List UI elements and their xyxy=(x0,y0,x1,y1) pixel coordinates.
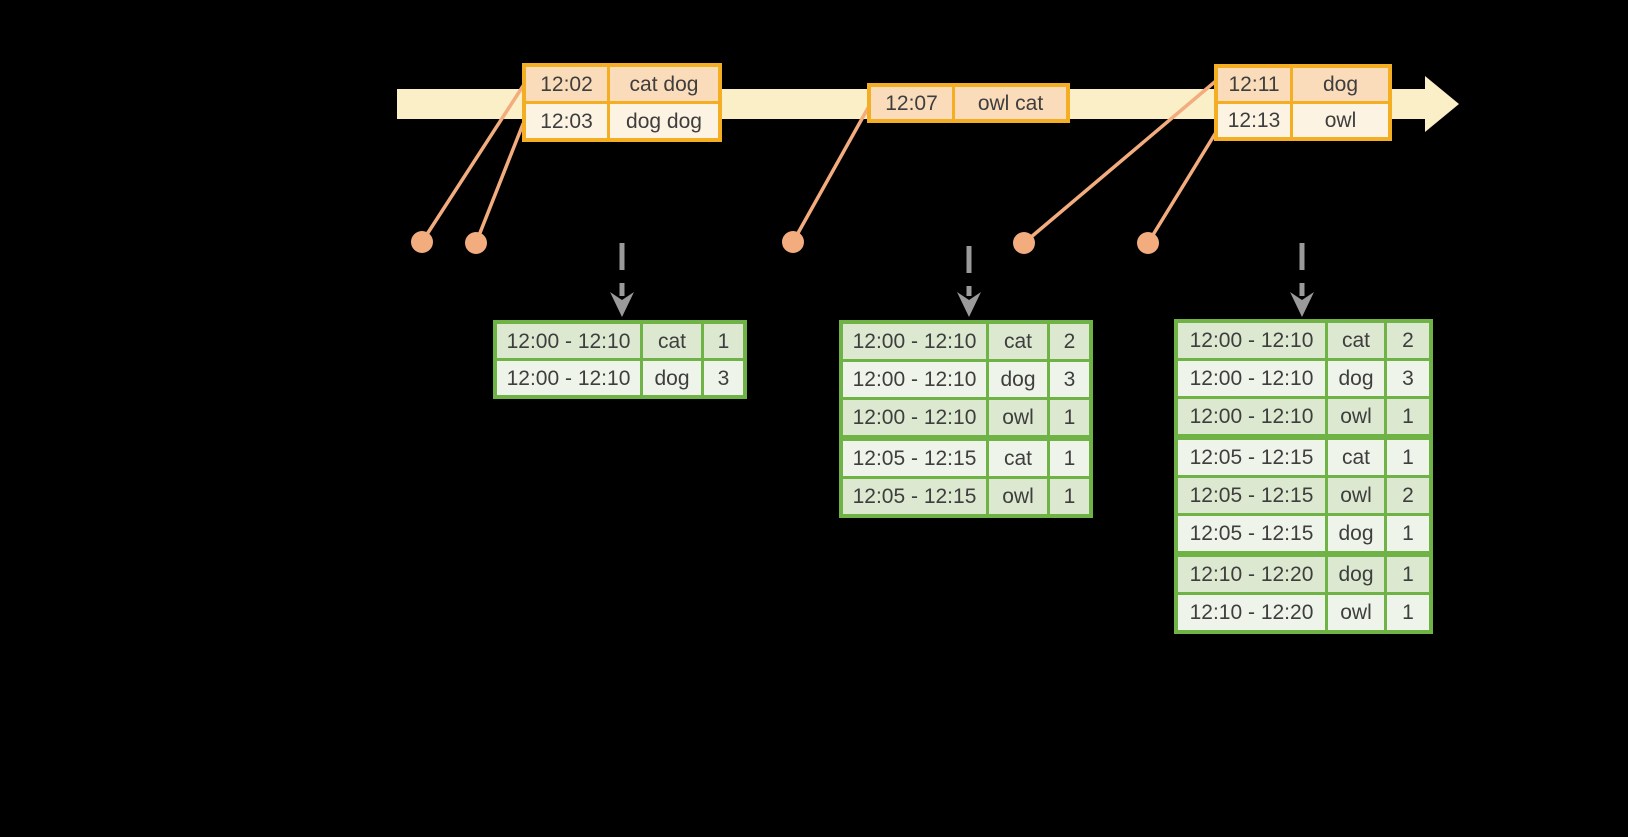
event-row: 12:07 owl cat xyxy=(871,87,1066,119)
event-dot xyxy=(465,232,487,254)
event-row: 12:13 owl xyxy=(1218,101,1388,137)
word-cell: dog xyxy=(986,362,1047,397)
word-cell: owl xyxy=(986,479,1047,514)
window-cell: 12:05 - 12:15 xyxy=(1189,484,1314,507)
event-dot xyxy=(782,231,804,253)
window-cell: 12:00 - 12:10 xyxy=(852,368,977,391)
event-dot xyxy=(1137,232,1159,254)
count-cell: 2 xyxy=(1047,324,1089,359)
count-cell: 3 xyxy=(1047,362,1089,397)
word-cell: owl xyxy=(1325,399,1384,434)
event-words-cell: owl xyxy=(1290,104,1388,137)
connector-line xyxy=(474,122,525,245)
trigger-down-arrow-head xyxy=(1290,292,1314,317)
window-cell: 12:05 - 12:15 xyxy=(1189,446,1314,469)
window-cell: 12:00 - 12:10 xyxy=(1189,367,1314,390)
word-cell: cat xyxy=(1325,323,1384,358)
window-cell: 12:00 - 12:10 xyxy=(852,406,977,429)
event-time-cell: 12:03 xyxy=(540,109,593,133)
event-table: 12:07 owl cat xyxy=(867,83,1070,123)
window-cell: 12:00 - 12:10 xyxy=(852,330,977,353)
count-cell: 1 xyxy=(1384,516,1429,551)
event-words-cell: cat dog xyxy=(607,67,718,101)
event-time-cell: 12:11 xyxy=(1228,73,1280,96)
word-cell: owl xyxy=(1325,478,1384,513)
event-dot xyxy=(1013,232,1035,254)
window-cell: 12:00 - 12:10 xyxy=(506,329,631,353)
window-cell: 12:00 - 12:10 xyxy=(1189,405,1314,428)
event-words-cell: owl cat xyxy=(952,87,1066,119)
count-cell: 3 xyxy=(701,361,743,395)
window-cell: 12:00 - 12:10 xyxy=(1189,329,1314,352)
event-words-cell: dog xyxy=(1290,68,1388,101)
word-cell: owl xyxy=(1325,595,1384,630)
window-cell: 12:05 - 12:15 xyxy=(852,485,977,508)
word-cell: cat xyxy=(986,324,1047,359)
event-row: 12:02 cat dog xyxy=(526,67,718,101)
window-cell: 12:00 - 12:10 xyxy=(506,366,631,390)
window-cell: 12:05 - 12:15 xyxy=(852,447,977,470)
word-cell: dog xyxy=(1325,557,1384,592)
count-cell: 1 xyxy=(1384,440,1429,475)
event-time-cell: 12:07 xyxy=(885,91,938,115)
connector-line xyxy=(1022,78,1219,245)
window-cell: 12:10 - 12:20 xyxy=(1189,563,1314,586)
word-cell: cat xyxy=(640,324,701,358)
word-cell: cat xyxy=(1325,440,1384,475)
count-cell: 1 xyxy=(1384,399,1429,434)
window-cell: 12:05 - 12:15 xyxy=(1189,522,1314,545)
count-cell: 1 xyxy=(1384,557,1429,592)
event-row: 12:11 dog xyxy=(1218,68,1388,101)
event-time-cell: 12:13 xyxy=(1227,109,1281,132)
count-cell: 2 xyxy=(1384,323,1429,358)
word-cell: dog xyxy=(640,361,701,395)
word-cell: dog xyxy=(1325,361,1384,396)
event-table: 12:02 cat dog 12:03 dog dog xyxy=(522,63,722,142)
event-dot xyxy=(411,231,433,253)
connector-line xyxy=(1146,127,1220,245)
word-cell: cat xyxy=(986,441,1047,476)
count-cell: 3 xyxy=(1384,361,1429,396)
window-cell: 12:10 - 12:20 xyxy=(1189,601,1314,624)
count-cell: 1 xyxy=(701,324,743,358)
connector-line xyxy=(791,106,870,244)
count-cell: 1 xyxy=(1047,400,1089,435)
event-row: 12:03 dog dog xyxy=(526,101,718,138)
count-cell: 1 xyxy=(1047,479,1089,514)
trigger-down-arrow-head xyxy=(610,292,634,317)
count-cell: 2 xyxy=(1384,478,1429,513)
event-time-cell: 12:02 xyxy=(540,72,593,96)
word-cell: owl xyxy=(986,400,1047,435)
word-cell: dog xyxy=(1325,516,1384,551)
event-table: 12:11 dog 12:13 owl xyxy=(1214,64,1392,141)
event-words-cell: dog dog xyxy=(607,104,718,138)
count-cell: 1 xyxy=(1047,441,1089,476)
count-cell: 1 xyxy=(1384,595,1429,630)
connector-line xyxy=(420,84,525,244)
trigger-down-arrow-head xyxy=(957,292,981,317)
